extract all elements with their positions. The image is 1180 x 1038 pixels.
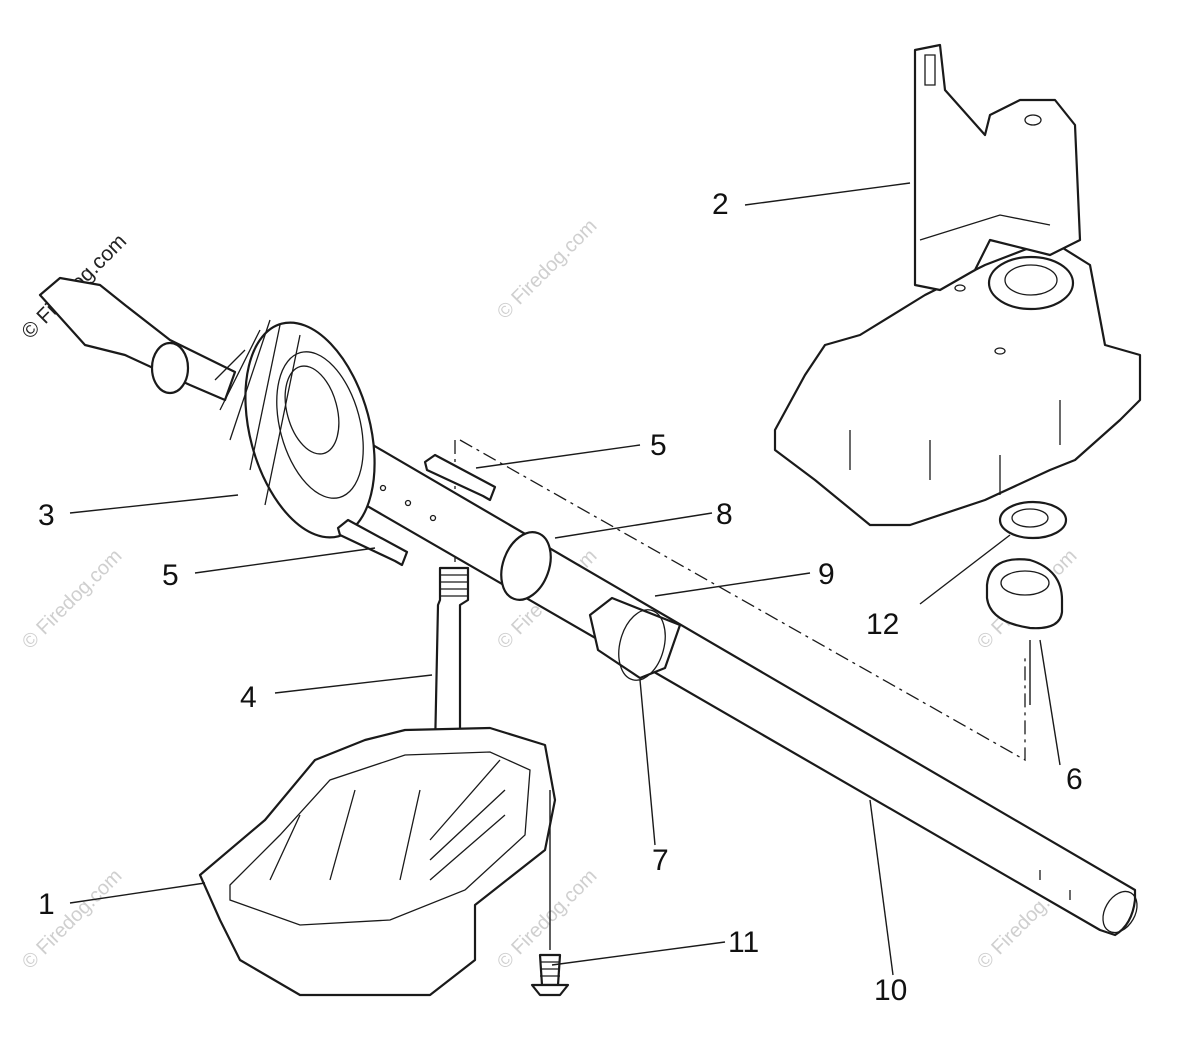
watermark: © Firedog.com (493, 215, 602, 324)
callout-6: 6 (1066, 763, 1083, 796)
part-bearing-small (998, 500, 1068, 540)
leader-lines (69, 182, 1061, 976)
callout-3: 3 (38, 499, 55, 532)
part-bushing (588, 596, 682, 681)
callout-10: 10 (874, 974, 907, 1007)
callout-8: 8 (716, 498, 733, 531)
callout-5-upper: 5 (650, 429, 667, 462)
callout-7: 7 (652, 844, 669, 877)
watermark: © Firedog.com (18, 865, 127, 974)
part-helical-gear (38, 276, 376, 539)
part-pin-upper (423, 453, 497, 502)
part-screw (530, 790, 570, 997)
callout-9: 9 (818, 558, 835, 591)
callout-5-lower: 5 (162, 559, 179, 592)
callout-2: 2 (712, 188, 729, 221)
callout-4: 4 (240, 681, 257, 714)
callout-12: 12 (866, 608, 899, 641)
part-housing-cover (773, 43, 1142, 527)
watermark: © Firedog.com (18, 545, 127, 654)
callout-11: 11 (728, 926, 759, 959)
part-washer (500, 531, 552, 601)
part-pin-lower (336, 518, 409, 567)
part-bearing-large (985, 558, 1064, 630)
callout-1: 1 (38, 888, 55, 921)
